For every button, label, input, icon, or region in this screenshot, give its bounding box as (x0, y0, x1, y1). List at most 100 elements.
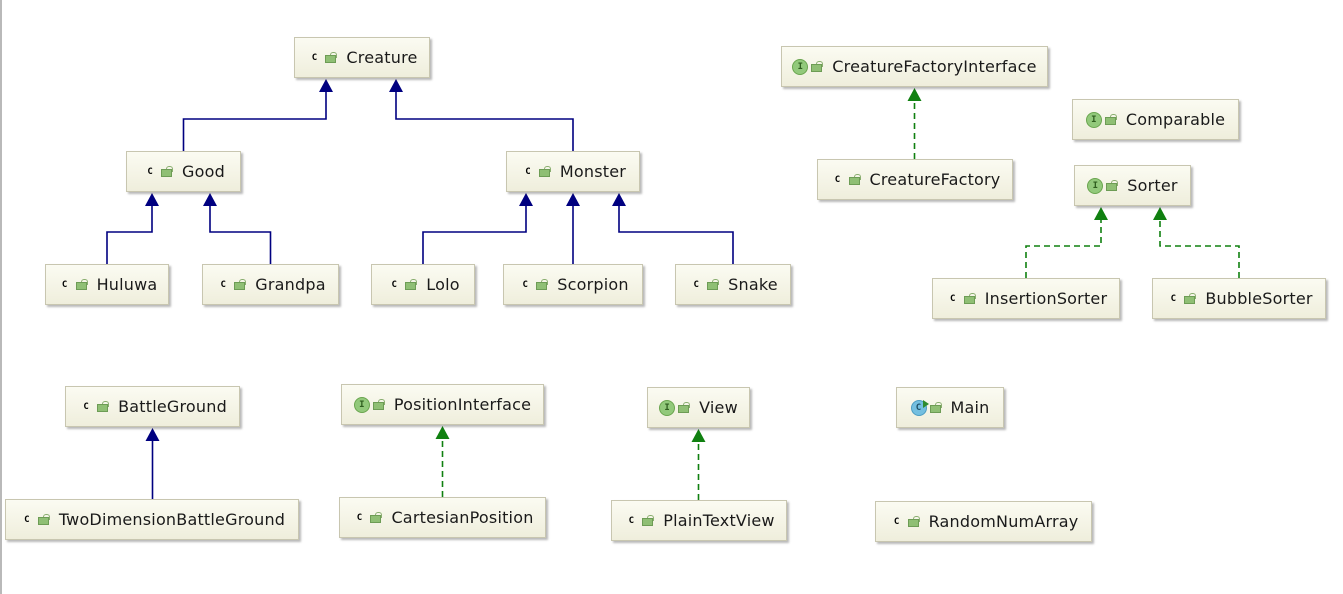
public-visibility-icon (929, 402, 943, 413)
arrowhead (435, 426, 450, 439)
public-visibility-icon (161, 166, 174, 177)
class-icon: C (628, 515, 634, 526)
class-name: Scorpion (557, 275, 629, 294)
class-name: Main (950, 398, 990, 417)
abstract-class-icon: C (147, 166, 153, 177)
class-node-snake[interactable]: C Snake (675, 264, 791, 305)
public-visibility-icon (405, 279, 418, 290)
public-visibility-icon (372, 399, 386, 410)
class-node-monster[interactable]: C Monster (506, 151, 640, 192)
class-node-cartesian-position[interactable]: C CartesianPosition (339, 497, 546, 538)
public-visibility-icon (538, 166, 552, 177)
class-node-scorpion[interactable]: C Scorpion (503, 264, 643, 305)
class-name: Monster (559, 162, 627, 181)
class-node-insertion-sorter[interactable]: C InsertionSorter (932, 278, 1120, 319)
class-icon: C (950, 293, 956, 304)
class-name: InsertionSorter (984, 289, 1108, 308)
class-name: TwoDimensionBattleGround (58, 510, 286, 529)
class-icon: C (61, 279, 68, 290)
public-visibility-icon (811, 61, 824, 72)
class-node-main[interactable]: C Main (896, 387, 1004, 428)
arrowhead (612, 193, 626, 206)
class-name: View (699, 398, 738, 417)
edge-good-to-creature (182, 79, 333, 151)
left-border (0, 0, 2, 594)
interface-icon: I (353, 396, 370, 413)
class-name: Huluwa (96, 275, 158, 294)
class-icon: C (893, 516, 900, 527)
public-visibility-icon (1104, 114, 1118, 125)
class-name: BattleGround (118, 397, 227, 416)
interface-icon: I (1087, 177, 1104, 194)
class-node-battle-ground[interactable]: C BattleGround (65, 386, 240, 427)
class-node-random-num-array[interactable]: C RandomNumArray (875, 501, 1092, 542)
arrowhead (907, 88, 922, 101)
edge-cartesian_position-to-position_interface (435, 426, 450, 497)
abstract-class-icon: C (525, 166, 531, 177)
public-visibility-icon (536, 279, 549, 290)
interface-node-creature-factory-interface[interactable]: I CreatureFactoryInterface (781, 46, 1048, 87)
class-name: Good (182, 162, 225, 181)
class-name: Grandpa (255, 275, 326, 294)
class-name: RandomNumArray (928, 512, 1079, 531)
class-node-lolo[interactable]: C Lolo (371, 264, 475, 305)
abstract-class-icon: C (311, 52, 318, 63)
class-name: CreatureFactory (869, 170, 1001, 189)
interface-node-position-interface[interactable]: I PositionInterface (341, 384, 544, 425)
class-node-two-dimension-battle-ground[interactable]: C TwoDimensionBattleGround (5, 499, 299, 540)
class-name: BubbleSorter (1205, 289, 1313, 308)
class-node-creature[interactable]: C Creature (294, 37, 430, 78)
public-visibility-icon (678, 402, 691, 413)
abstract-class-icon: C (83, 401, 89, 412)
edge-lolo-to-monster (422, 193, 533, 264)
arrowhead (145, 428, 160, 441)
class-icon: C (834, 174, 841, 185)
class-icon: C (356, 512, 363, 523)
class-name: Comparable (1125, 110, 1226, 129)
edge-insertion_sorter-to-sorter (1025, 207, 1108, 278)
main-class-icon: C (910, 399, 929, 416)
interface-node-sorter[interactable]: I Sorter (1074, 165, 1191, 206)
edge-two_dimension_battle_ground-to-battle_ground (145, 428, 160, 499)
interface-node-comparable[interactable]: I Comparable (1072, 99, 1239, 140)
edge-scorpion-to-monster (566, 193, 580, 264)
arrowhead (1153, 207, 1167, 220)
class-icon: C (220, 279, 226, 290)
class-icon: C (391, 279, 397, 290)
class-icon: C (693, 279, 699, 290)
public-visibility-icon (325, 52, 338, 63)
class-icon: C (1170, 293, 1177, 304)
class-name: Sorter (1127, 176, 1178, 195)
class-name: Snake (728, 275, 778, 294)
public-visibility-icon (707, 279, 720, 290)
interface-node-view[interactable]: I View (647, 387, 750, 428)
class-node-creature-factory[interactable]: C CreatureFactory (817, 159, 1013, 200)
public-visibility-icon (97, 401, 110, 412)
arrowhead (203, 193, 217, 206)
arrowhead (319, 79, 333, 92)
arrowhead (691, 429, 706, 442)
arrowhead (1094, 207, 1108, 220)
public-visibility-icon (370, 512, 383, 523)
class-name: PlainTextView (663, 511, 775, 530)
arrowhead (145, 193, 159, 206)
class-node-huluwa[interactable]: C Huluwa (45, 264, 169, 305)
class-name: PositionInterface (393, 395, 532, 414)
arrowhead (566, 193, 580, 206)
class-name: CreatureFactoryInterface (832, 57, 1037, 76)
interface-icon: I (792, 58, 809, 75)
public-visibility-icon (234, 279, 247, 290)
class-node-plain-text-view[interactable]: C PlainTextView (611, 500, 787, 541)
public-visibility-icon (1184, 293, 1197, 304)
public-visibility-icon (75, 279, 89, 290)
edge-bubble_sorter-to-sorter (1153, 207, 1240, 278)
public-visibility-icon (963, 293, 977, 304)
public-visibility-icon (37, 514, 51, 525)
class-name: Creature (346, 48, 418, 67)
interface-icon: I (1085, 111, 1102, 128)
class-node-good[interactable]: C Good (126, 151, 241, 192)
class-node-bubble-sorter[interactable]: C BubbleSorter (1152, 278, 1326, 319)
class-node-grandpa[interactable]: C Grandpa (202, 264, 339, 305)
class-name: CartesianPosition (391, 508, 534, 527)
